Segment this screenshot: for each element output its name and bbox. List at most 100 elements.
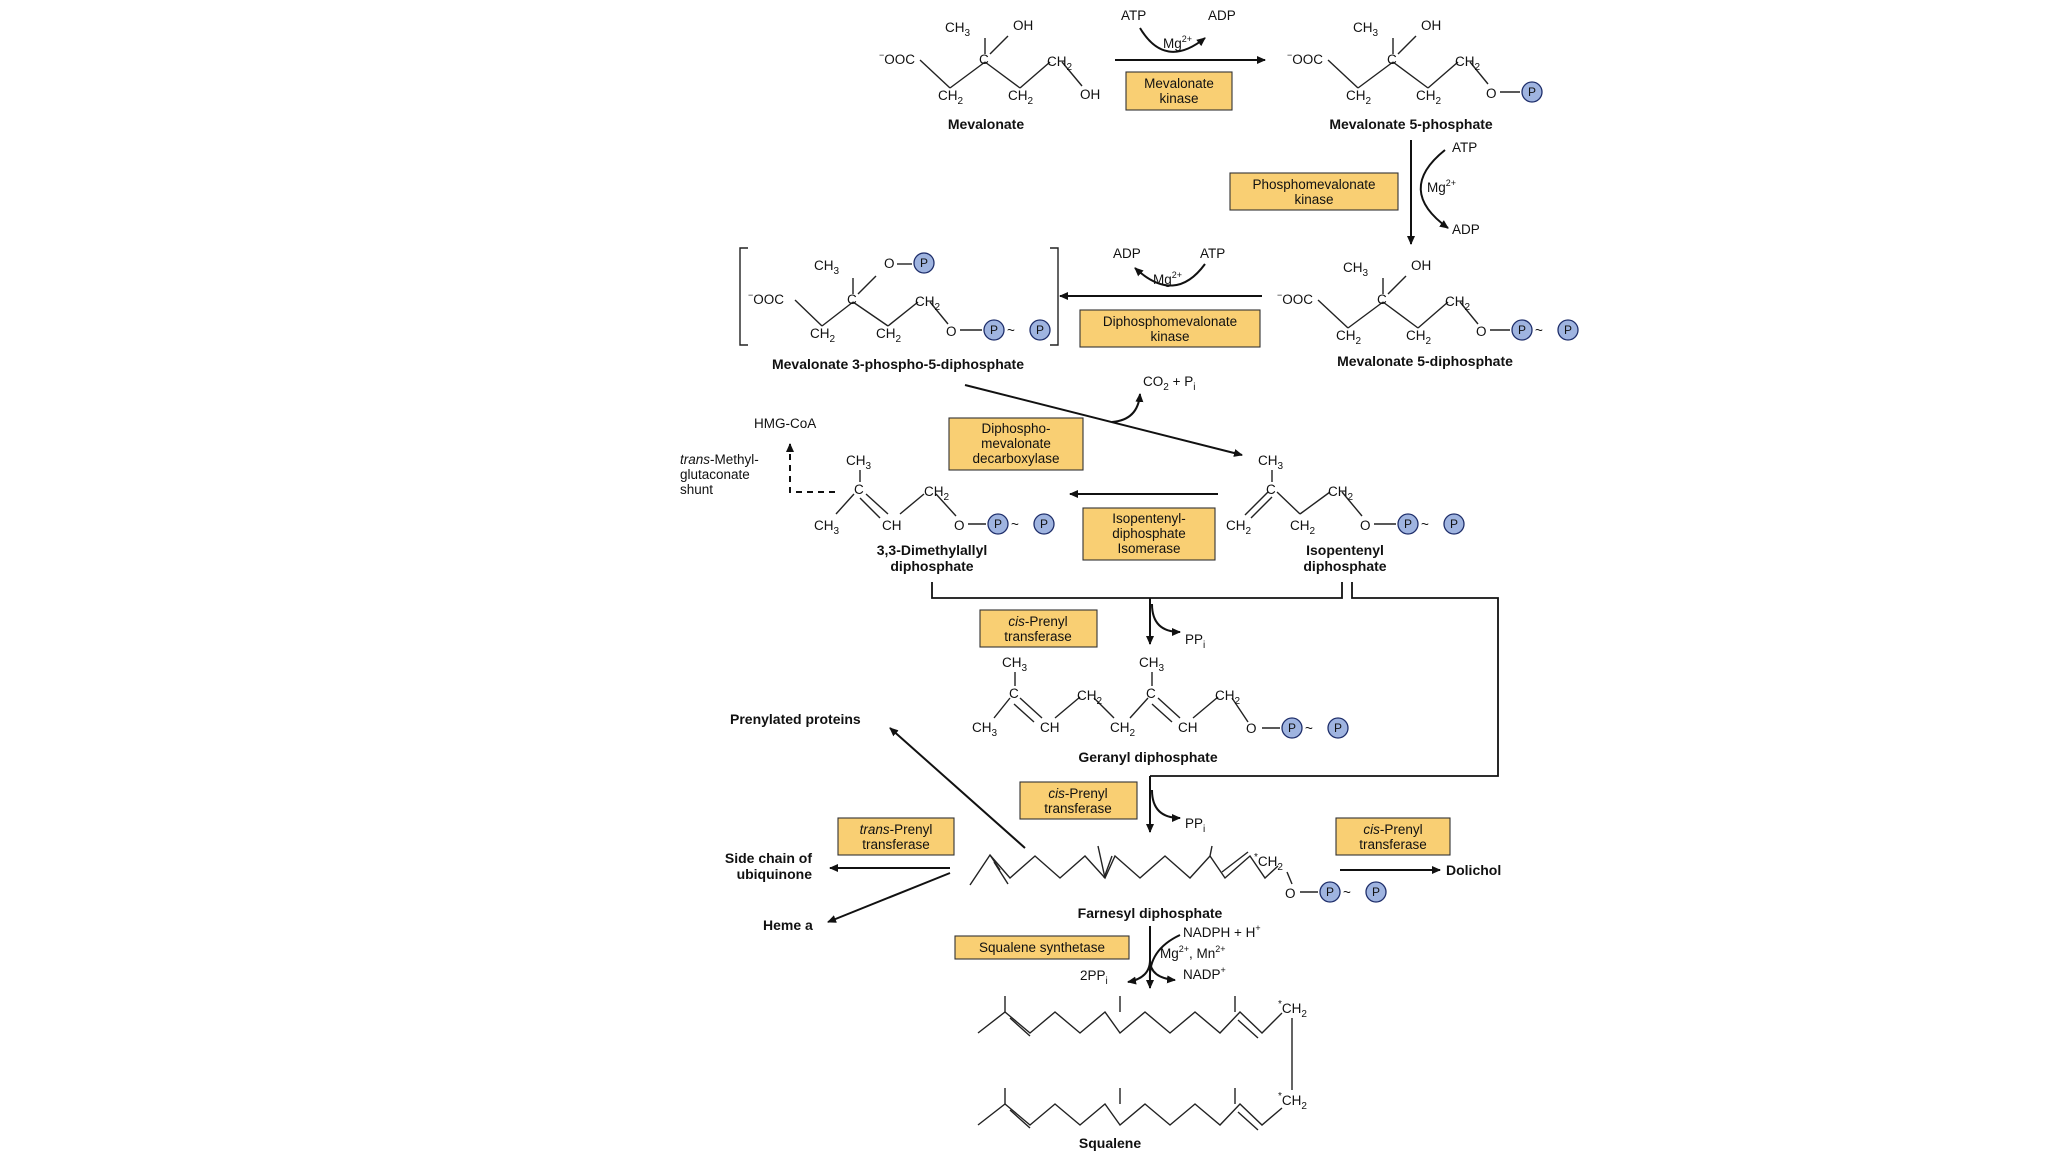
enzyme-label: Mevalonate (1144, 76, 1214, 91)
compound-mevalonate-5-phosphate: Mevalonate 5-phosphate (1329, 116, 1493, 132)
enzyme-label: transferase (1359, 837, 1427, 852)
atom-o: O (1285, 886, 1296, 901)
compound-heme-a: Heme a (763, 917, 813, 933)
atom-ch3: CH3 (814, 518, 840, 537)
svg-text:P: P (990, 323, 998, 337)
atom-ooc: −OOC (1277, 290, 1313, 307)
atom-ch2: CH2 (938, 88, 964, 107)
atom-ch: CH (1178, 720, 1198, 735)
atom-o: O (946, 324, 957, 339)
compound-ubiquinone-side-chain: ubiquinone (737, 866, 813, 882)
enzyme-label: kinase (1150, 329, 1189, 344)
atom-oh: OH (1080, 87, 1100, 102)
enzyme-label: kinase (1294, 192, 1333, 207)
svg-text:P: P (1450, 517, 1458, 531)
mevalonate-5-phosphate-structure: −OOC CH3 OH C CH2 CH2 CH2 O P (1287, 18, 1543, 107)
dimethylallyl-diphosphate-structure: CH3 C CH3 CH CH2 O P ~ P (814, 453, 1055, 537)
enzyme-squalene-synthetase (954, 935, 1130, 960)
compound-isopentenyl-diphosphate: Isopentenyl (1306, 542, 1384, 558)
enzyme-cis-prenyl-transferase (979, 609, 1098, 648)
atom-ch3: CH3 (945, 20, 971, 39)
atom-oh: OH (1421, 18, 1441, 33)
cofactor-atp: ATP (1452, 140, 1477, 155)
reaction-arrow (889, 727, 1026, 849)
phosphate-icon: P (1521, 81, 1543, 103)
compound-dolichol: Dolichol (1446, 862, 1501, 878)
enzyme-trans-prenyl-transferase (837, 817, 955, 856)
atom-ch: CH (882, 518, 902, 533)
shunt-arrow (786, 443, 835, 493)
phosphate-icon: P (987, 513, 1009, 535)
cofactor-arrow (1149, 959, 1176, 984)
enzyme-label: decarboxylase (972, 451, 1059, 466)
phosphate-icon: P (1319, 881, 1341, 903)
mevalonate-structure: −OOC CH3 OH C CH2 CH2 CH2 OH (879, 18, 1100, 107)
cofactor-2ppi: 2PPi (1080, 968, 1108, 987)
atom-ch2: CH2 (810, 326, 836, 345)
atom-ch3: CH3 (1258, 453, 1284, 472)
reaction-arrow (964, 384, 1243, 457)
atom-c: C (854, 482, 864, 497)
atom-ch2: CH2 (915, 294, 941, 313)
atom-tilde: ~ (1007, 323, 1015, 338)
phosphate-icon: P (1511, 319, 1533, 341)
compound-farnesyl-diphosphate: Farnesyl diphosphate (1078, 905, 1223, 921)
svg-text:P: P (1404, 517, 1412, 531)
atom-ch3: CH3 (972, 720, 998, 739)
atom-o: O (1486, 86, 1497, 101)
enzyme-label: cis-Prenyl (1363, 822, 1422, 837)
cofactor-mg: Mg2+ (1427, 178, 1456, 195)
svg-text:P: P (1040, 517, 1048, 531)
enzyme-label: transferase (1004, 629, 1072, 644)
atom-tilde: ~ (1305, 721, 1313, 736)
atom-ch3: CH3 (1353, 20, 1379, 39)
atom-ch2: *CH2 (1278, 999, 1307, 1020)
enzyme-label: Isomerase (1117, 541, 1180, 556)
atom-ch3: CH3 (846, 453, 872, 472)
isopentenyl-loop (1150, 582, 1499, 777)
cofactor-mg: Mg2+ (1153, 270, 1182, 287)
phosphate-icon: P (1281, 717, 1303, 739)
enzyme-mevalonate-kinase (1125, 71, 1233, 111)
atom-ch2: CH2 (1416, 88, 1442, 107)
cofactor-arrow (1111, 393, 1144, 423)
enzyme-label: cis-Prenyl (1048, 786, 1107, 801)
atom-ch2: CH2 (1455, 54, 1481, 73)
enzyme-diphosphomevalonate-decarboxylase (948, 417, 1084, 471)
atom-tilde: ~ (1421, 517, 1429, 532)
atom-ch2: CH2 (1328, 484, 1354, 503)
phosphate-icon: P (1557, 319, 1579, 341)
cofactor-atp: ATP (1200, 246, 1225, 261)
compound-mevalonate-3-phospho-5-diphosphate: Mevalonate 3-phospho-5-diphosphate (772, 356, 1024, 372)
atom-ch2: CH2 (1110, 720, 1136, 739)
atom-ch3: CH3 (814, 258, 840, 277)
cofactor-arrow (1419, 149, 1449, 229)
cofactor-adp: ADP (1452, 222, 1480, 237)
compound-prenylated-proteins: Prenylated proteins (730, 711, 861, 727)
svg-text:P: P (1334, 721, 1342, 735)
compound-dimethylallyl-diphosphate: 3,3-Dimethylallyl (877, 542, 988, 558)
phosphate-icon: P (983, 319, 1005, 341)
geranyl-diphosphate-structure: CH3 C CH3 CH CH2 CH2 CH3 C CH CH2 O P ~ … (972, 655, 1349, 739)
atom-ch2: CH2 (1346, 88, 1372, 107)
atom-ooc: −OOC (879, 50, 915, 67)
atom-ch: CH (1040, 720, 1060, 735)
cofactor-atp: ATP (1121, 8, 1146, 23)
compound-mevalonate: Mevalonate (948, 116, 1024, 132)
atom-c: C (979, 52, 989, 67)
phosphate-icon: P (1327, 717, 1349, 739)
enzyme-label: cis-Prenyl (1008, 614, 1067, 629)
cofactor-adp: ADP (1113, 246, 1141, 261)
atom-c: C (1266, 482, 1276, 497)
atom-ch2: CH2 (1406, 328, 1432, 347)
atom-tilde: ~ (1535, 323, 1543, 338)
svg-text:P: P (1528, 85, 1536, 99)
cofactor-arrow (1151, 603, 1181, 636)
enzyme-cis-prenyl-transferase-dolichol (1335, 817, 1451, 856)
cofactor-arrow (1139, 27, 1206, 53)
compound-isopentenyl-diphosphate: diphosphate (1303, 558, 1386, 574)
compound-dimethylallyl-diphosphate: diphosphate (890, 558, 973, 574)
enzyme-label: Phosphomevalonate (1252, 177, 1375, 192)
atom-ch3: CH3 (1002, 655, 1028, 674)
